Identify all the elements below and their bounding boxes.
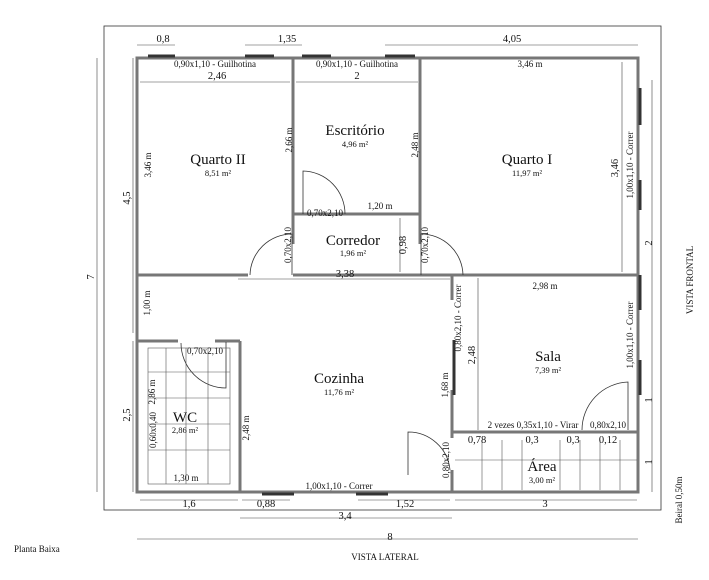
room-escritorio-area: 4,96 m² <box>342 139 369 149</box>
dim-area-03b: 0,3 <box>566 435 579 446</box>
room-area-name: Área <box>527 458 556 475</box>
room-cozinha-name: Cozinha <box>314 371 364 387</box>
dimension-texts: 0,8 1,35 4,05 2,46 2 3,46 m 3,46 m 2,66 … <box>86 34 655 543</box>
dim-area-03a: 0,3 <box>525 435 538 446</box>
dim-q1-width: 3,46 m <box>517 59 542 69</box>
dim-bottom-088: 0,88 <box>257 499 275 510</box>
dim-q2-width: 2,46 <box>208 71 226 82</box>
dim-corredor-height: 0,98 <box>398 236 409 254</box>
window-wc-label: 0,60x0,40 <box>148 412 158 449</box>
room-area-area: 3,00 m² <box>529 475 556 485</box>
door-sala-cozinha-label: 0,80x2,10 - Correr <box>453 285 463 352</box>
dim-left-7: 7 <box>86 274 97 279</box>
window-escritorio-label: 0,90x1,10 - Guilhotina <box>316 59 398 69</box>
room-corredor-name: Corredor <box>326 233 380 249</box>
room-escritorio-name: Escritório <box>325 123 384 139</box>
room-cozinha-area: 11,76 m² <box>324 387 355 397</box>
room-sala-name: Sala <box>535 349 561 365</box>
dim-sala-height: 2,48 <box>467 346 478 364</box>
dim-wc-width: 1,30 m <box>173 473 198 483</box>
dim-right-1a: 1 <box>644 397 655 402</box>
dim-right-1b: 1 <box>644 459 655 464</box>
dim-bottom-8: 8 <box>387 532 392 543</box>
wc-tiles <box>147 347 231 485</box>
dim-esc-height-left: 2,66 m <box>284 127 294 152</box>
dim-bottom-16: 1,6 <box>182 499 195 510</box>
dim-esc-width: 2 <box>354 71 359 82</box>
roof-outline <box>103 25 662 511</box>
dim-bottom-152: 1,52 <box>396 499 414 510</box>
interior-walls <box>137 58 638 492</box>
dim-bottom-3: 3 <box>542 499 547 510</box>
eave-label: Beiral 0,50m <box>674 477 684 524</box>
door-area-label: 0,80x2,10 <box>441 442 451 479</box>
room-sala-area: 7,39 m² <box>535 365 562 375</box>
door-escritorio-label: 0,70x2,10 <box>307 208 344 218</box>
dim-esc-height-right: 2,48 m <box>410 132 420 157</box>
dim-area-012: 0,12 <box>599 435 617 446</box>
area-tiles <box>455 440 637 490</box>
window-cozinha-label: 1,00x1,10 - Correr <box>306 481 373 491</box>
dimension-lines <box>96 44 653 540</box>
dim-cozinha-168: 1,68 m <box>440 372 450 397</box>
door-quarto2-label: 0,70x2,10 <box>283 227 293 264</box>
view-lateral-label: VISTA LATERAL <box>351 552 419 562</box>
dim-wc-248: 2,48 m <box>241 415 251 440</box>
dim-corredor-width: 3,38 <box>336 269 354 280</box>
door-quarto1-label: 0,70x2,10 <box>420 227 430 264</box>
dim-top-135: 1,35 <box>278 34 296 45</box>
room-quarto1-area: 11,97 m² <box>512 168 543 178</box>
door-sala-label: 0,80x2,10 <box>590 420 627 430</box>
dim-left-25: 2,5 <box>122 408 133 421</box>
plan-title: Planta Baixa <box>14 544 60 554</box>
dim-bottom-34: 3,4 <box>338 511 352 522</box>
view-frontal-label: VISTA FRONTAL <box>685 246 695 314</box>
window-quarto1-label: 1,00x1,10 - Correr <box>625 132 635 199</box>
room-wc-name: WC <box>173 410 197 426</box>
room-corredor-area: 1,96 m² <box>340 248 367 258</box>
window-quarto2-label: 0,90x1,10 - Guilhotina <box>174 59 256 69</box>
room-quarto1-name: Quarto I <box>502 152 552 168</box>
dim-esc-wall: 1,20 m <box>367 201 392 211</box>
dim-q2-height: 3,46 m <box>143 152 153 177</box>
dim-top-08: 0,8 <box>156 34 169 45</box>
dim-wc-height: 2,86 m <box>147 379 157 404</box>
windows <box>148 54 642 496</box>
door-wc-label: 0,70x2,10 <box>187 346 224 356</box>
window-sala-label: 1,00x1,10 - Correr <box>625 302 635 369</box>
dim-left-45: 4,5 <box>122 191 133 204</box>
room-quarto2-name: Quarto II <box>190 152 245 168</box>
dim-right-2: 2 <box>644 240 655 245</box>
dim-area-078: 0,78 <box>468 435 486 446</box>
room-wc-area: 2,86 m² <box>172 425 199 435</box>
doors <box>180 170 629 475</box>
dim-sala-width: 2,98 m <box>532 281 557 291</box>
window-area-label: 2 vezes 0,35x1,10 - Virar <box>488 420 579 430</box>
dim-q1-height: 3,46 <box>610 159 621 177</box>
dim-top-405: 4,05 <box>503 34 521 45</box>
room-quarto2-area: 8,51 m² <box>205 168 232 178</box>
dim-cozinha-1m: 1,00 m <box>142 290 152 315</box>
